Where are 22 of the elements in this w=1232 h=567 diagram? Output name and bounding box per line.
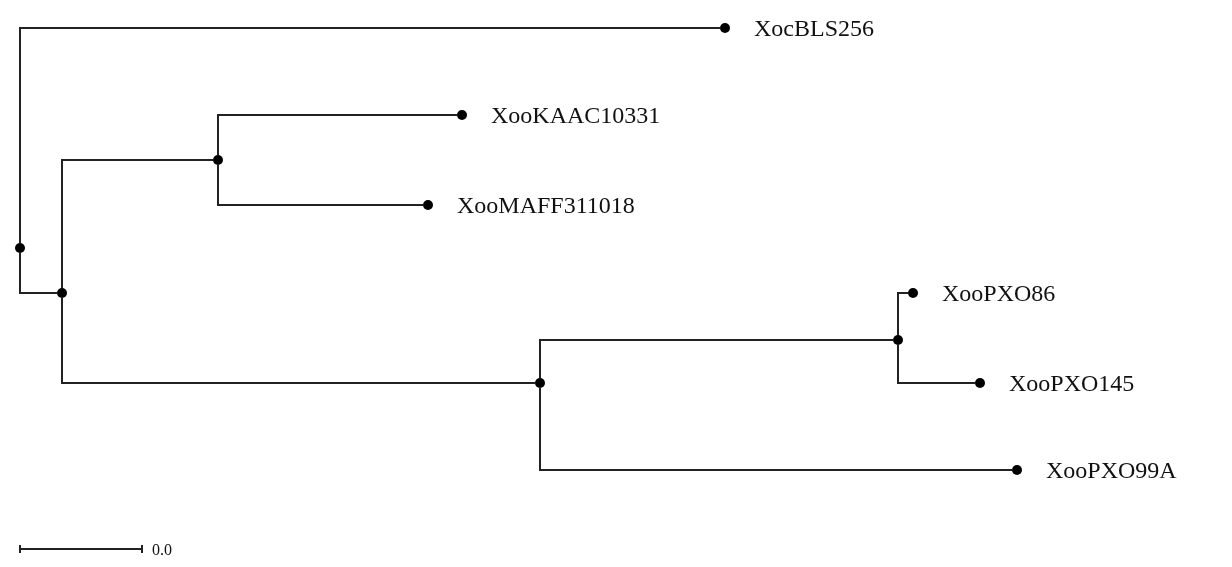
node-dot (213, 155, 223, 165)
branch-line (61, 159, 214, 289)
taxon-label: XooPXO145 (1009, 369, 1135, 397)
node-dot (57, 288, 67, 298)
branch-line (19, 27, 721, 244)
branch-line (217, 114, 458, 156)
taxon-label: XocBLS256 (754, 14, 874, 42)
scale-label: 0.0 (152, 540, 172, 560)
taxon-label: XooKAAC10331 (491, 101, 661, 129)
branch-line (217, 164, 424, 206)
node-dot (893, 335, 903, 345)
branch-line (539, 387, 1013, 471)
branch-line (897, 344, 976, 384)
taxon-label: XooMAFF311018 (457, 191, 635, 219)
branch-line (19, 252, 58, 294)
taxon-label: XooPXO99A (1046, 456, 1177, 484)
taxon-label: XooPXO86 (942, 279, 1056, 307)
branch-line (539, 339, 894, 379)
branch-line (897, 292, 909, 336)
node-dot (15, 243, 25, 253)
node-dot (535, 378, 545, 388)
branch-line (61, 297, 536, 384)
